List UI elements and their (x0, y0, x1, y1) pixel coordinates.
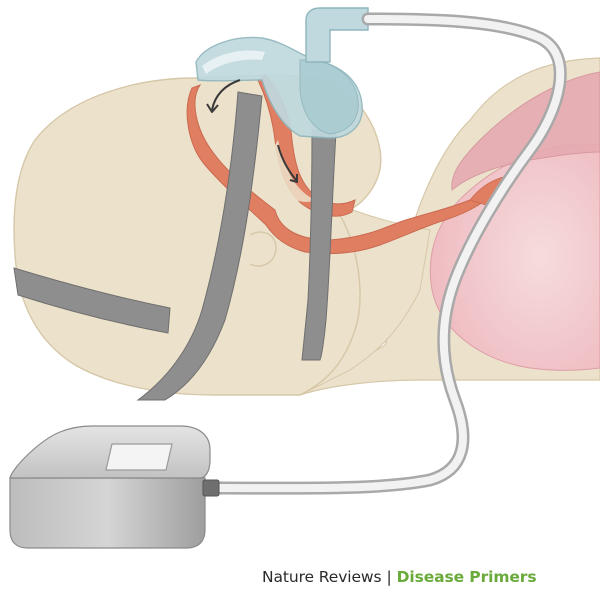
device-screen (106, 444, 172, 470)
tube-port (203, 480, 219, 496)
credit-series: Disease Primers (397, 568, 537, 586)
mask-connector (306, 8, 368, 62)
cpap-device (10, 426, 219, 548)
credit-separator: | (381, 568, 396, 586)
figure-credit: Nature Reviews|Disease Primers (262, 568, 536, 586)
credit-brand: Nature Reviews (262, 568, 381, 586)
